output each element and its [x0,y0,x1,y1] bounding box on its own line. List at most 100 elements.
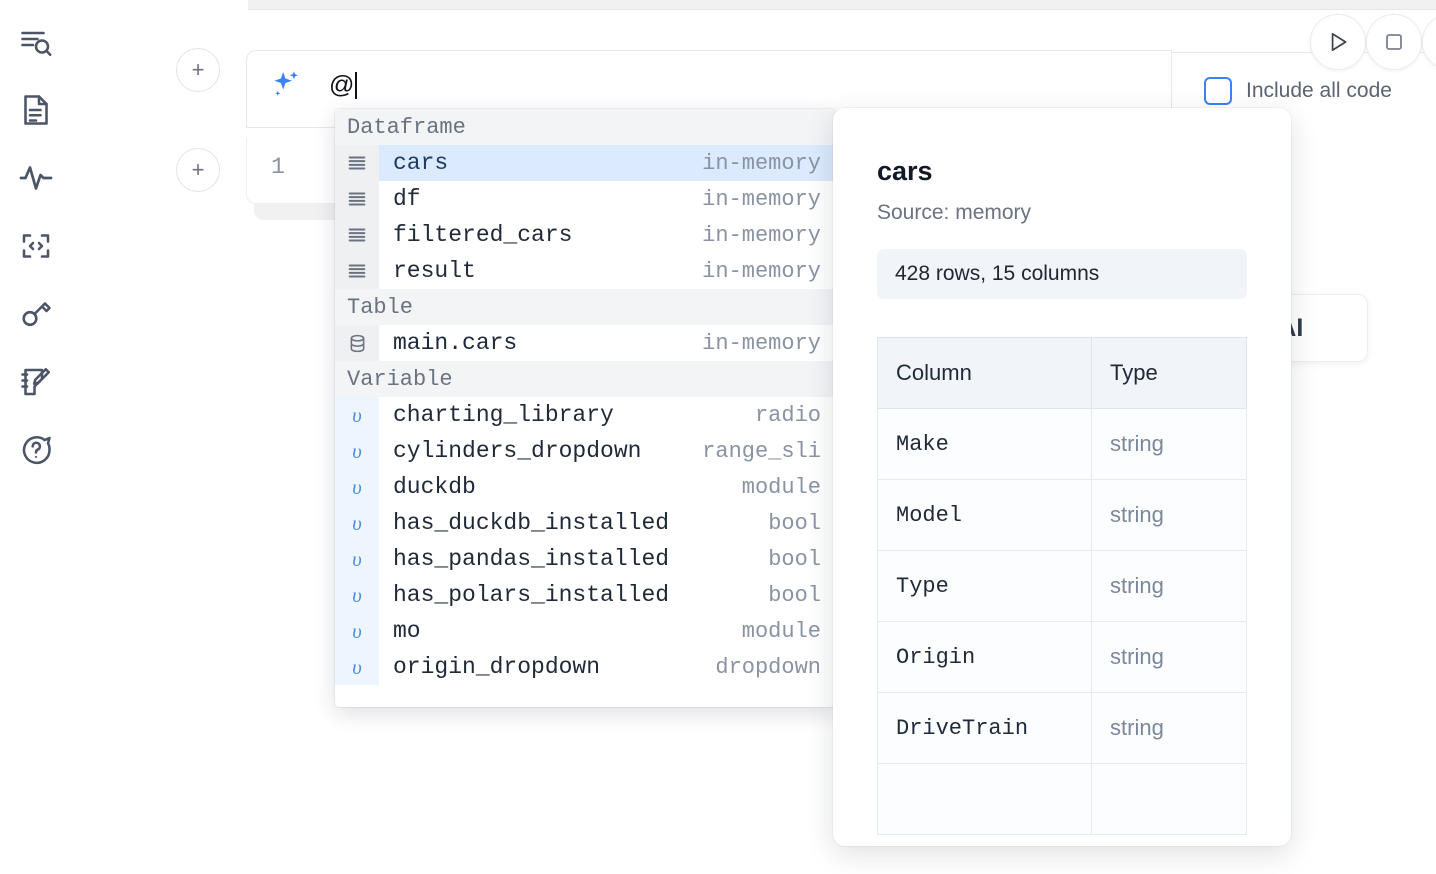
add-cell-button-bottom[interactable]: + [176,148,220,192]
database-icon [335,325,379,361]
preview-column-name [876,763,1093,835]
dropdown-item-type: bool [768,510,821,536]
dropdown-item[interactable]: result in-memory [335,253,835,289]
dropdown-item-type: in-memory [702,330,821,356]
preview-source: Source: memory [877,201,1032,224]
variable-icon: υ [335,397,379,433]
dropdown-item-name: has_pandas_installed [393,546,670,572]
dropdown-item-name: filtered_cars [393,222,573,248]
preview-table-header-cell: Column [876,337,1093,409]
dropdown-item-name: has_polars_installed [393,582,670,608]
dropdown-item[interactable]: υ charting_library radio [335,397,835,433]
preview-column-type: string [1091,479,1247,551]
top-panel-divider [248,9,1436,10]
activity-icon[interactable] [13,154,59,202]
dropdown-item[interactable]: υ has_pandas_installed bool [335,541,835,577]
help-chat-icon[interactable] [13,426,59,474]
dataframe-icon [335,181,379,217]
variable-icon: υ [335,469,379,505]
variable-icon: υ [335,505,379,541]
preview-column-name: DriveTrain [876,692,1093,764]
stop-button[interactable] [1366,14,1422,70]
dropdown-group-header: Variable [335,361,835,397]
variable-icon: υ [335,613,379,649]
variable-icon: υ [335,541,379,577]
dropdown-item-type: in-memory [702,186,821,212]
add-cell-button-top[interactable]: + [176,48,220,92]
dropdown-item-type: module [741,474,821,500]
dropdown-item-type: radio [754,402,821,428]
dropdown-item-name: df [393,186,421,212]
top-panel-edge [248,0,1436,10]
ai-prompt-input[interactable]: @ [329,71,358,99]
scratchpad-edit-icon[interactable] [13,358,59,406]
include-all-code-label: Include all code [1246,78,1392,102]
dropdown-item[interactable]: υ has_polars_installed bool [335,577,835,613]
preview-title: cars [877,156,933,186]
ai-prompt-value: @ [329,71,355,99]
dropdown-item[interactable]: υ has_duckdb_installed bool [335,505,835,541]
preview-table-header-cell: Type [1091,337,1247,409]
dropdown-item-type: bool [768,582,821,608]
preview-column-type: string [1091,692,1247,764]
dropdown-item-name: origin_dropdown [393,654,601,680]
dropdown-item-name: mo [393,618,421,644]
sparkles-icon [269,67,303,101]
document-icon[interactable] [13,86,59,134]
dropdown-item-name: cylinders_dropdown [393,438,642,464]
dataframe-icon [335,253,379,289]
dropdown-item[interactable]: filtered_cars in-memory [335,217,835,253]
dropdown-item-type: in-memory [702,222,821,248]
dropdown-item-type: in-memory [702,150,821,176]
explore-search-icon[interactable] [13,18,59,66]
dropdown-item-type: module [741,618,821,644]
left-icon-rail [0,0,72,874]
dropdown-item[interactable]: υ cylinders_dropdown range_sli [335,433,835,469]
dropdown-item-name: duckdb [393,474,476,500]
preview-shape-chip: 428 rows, 15 columns [877,249,1247,299]
code-line-number: 1 [271,154,285,180]
preview-column-type: string [1091,550,1247,622]
code-snippet-icon[interactable] [13,222,59,270]
preview-table-row-partial [876,763,1247,835]
dropdown-item[interactable]: df in-memory [335,181,835,217]
dropdown-item-type: dropdown [715,654,821,680]
preview-column-type [1091,763,1247,835]
preview-column-type: string [1091,621,1247,693]
dropdown-item-name: result [393,258,476,284]
preview-column-name: Type [876,550,1093,622]
dropdown-item-name: charting_library [393,402,614,428]
text-caret [355,72,358,99]
dropdown-item-type: in-memory [702,258,821,284]
dropdown-group-header: Dataframe [335,109,835,145]
preview-column-name: Origin [876,621,1093,693]
key-icon[interactable] [13,290,59,338]
dropdown-item-name: has_duckdb_installed [393,510,670,536]
dropdown-item-type: range_sli [702,438,821,464]
preview-column-name: Model [876,479,1093,551]
variable-icon: υ [335,577,379,613]
dropdown-item-type: bool [768,546,821,572]
add-cell-label: + [191,57,205,82]
dataframe-icon [335,145,379,181]
variable-icon: υ [335,433,379,469]
include-all-code-checkbox[interactable] [1204,76,1232,105]
preview-column-name: Make [876,408,1093,480]
run-button[interactable] [1310,14,1366,70]
dataframe-icon [335,217,379,253]
dropdown-group-header: Table [335,289,835,325]
